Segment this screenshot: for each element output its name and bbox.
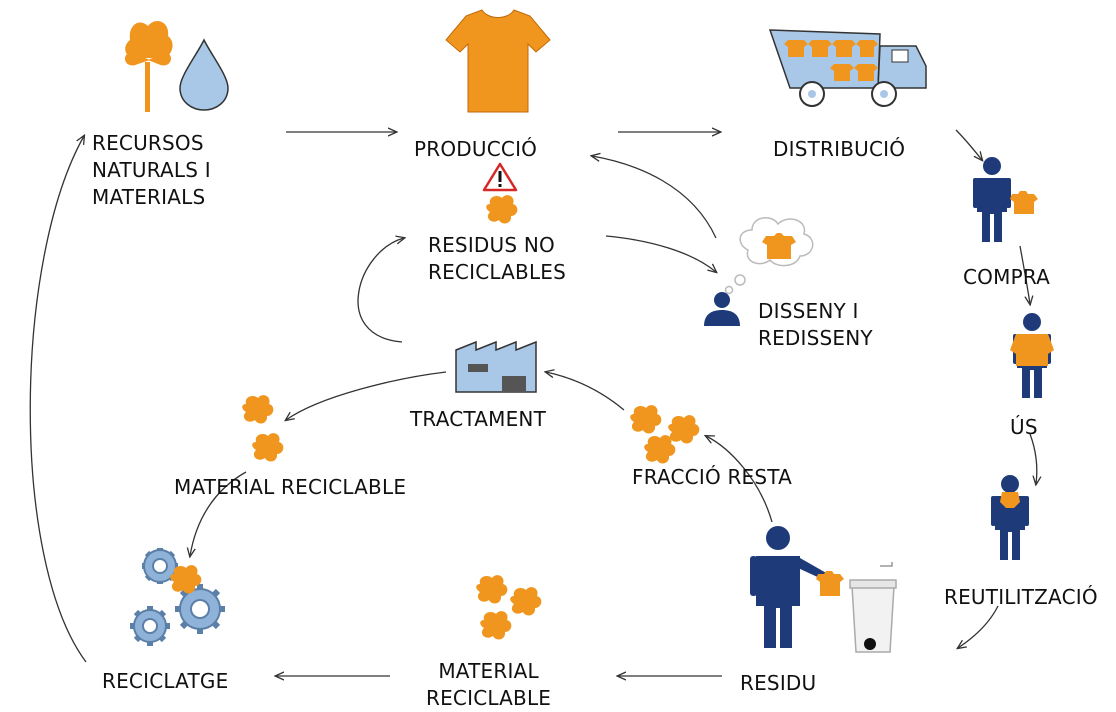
cotton-flower-icon [124, 21, 173, 112]
truck-icon [768, 29, 927, 107]
label-compra: COMPRA [963, 265, 1050, 289]
label-disseny: DISSENY I REDISSENY [758, 299, 873, 350]
person-residu-icon [750, 526, 844, 648]
person-reutilitzacio-icon [991, 475, 1029, 560]
textile-scrap-icon [486, 195, 518, 224]
person-compra-icon [973, 157, 1038, 242]
warning-icon [482, 162, 518, 192]
label-reciclatge: RECICLATGE [102, 669, 229, 693]
person-us-icon [1010, 313, 1054, 398]
label-material-reciclable-bottom: MATERIAL RECICLABLE [426, 659, 552, 710]
label-reutilitzacio: REUTILITZACIÓ [944, 585, 1098, 609]
factory-icon [455, 340, 537, 393]
gears-icon [130, 548, 225, 646]
water-drop-icon [179, 38, 229, 111]
scrap-group-fraccio-resta-icon [630, 405, 700, 464]
label-produccio: PRODUCCIÓ [414, 137, 538, 161]
label-tractament: TRACTAMENT [410, 407, 547, 431]
designer-person-icon [704, 292, 740, 326]
trash-bin-icon [849, 562, 897, 653]
tshirt-icon [445, 9, 551, 113]
label-material-reciclable-left: MATERIAL RECICLABLE [174, 475, 407, 499]
thought-bubble-icon [724, 217, 814, 295]
scrap-group-bottom-icon [476, 575, 542, 640]
label-residus-no-reciclables: RESIDUS NO RECICLABLES [428, 233, 567, 284]
label-us: ÚS [1010, 415, 1038, 439]
flow-arrows [29, 130, 1037, 676]
label-recursos: RECURSOS NATURALS I MATERIALS [92, 131, 211, 209]
label-fraccio-resta: FRACCIÓ RESTA [632, 465, 793, 489]
label-residu: RESIDU [740, 671, 817, 695]
scrap-group-material-reciclable-icon [242, 395, 284, 462]
label-distribucio: DISTRIBUCIÓ [773, 137, 906, 161]
